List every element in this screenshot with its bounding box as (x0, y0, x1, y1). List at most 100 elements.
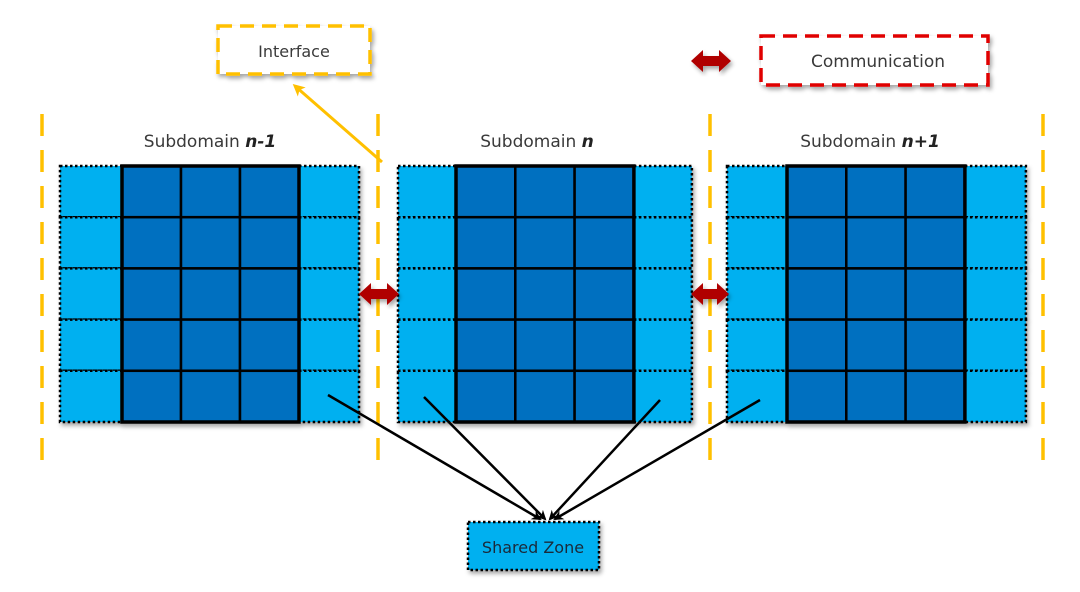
halo-cell (58, 318, 124, 373)
core-cell (785, 369, 848, 424)
subdomain-grid-n-plus-1 (725, 164, 1028, 424)
core-cell (514, 215, 576, 270)
communication-legend-label: Communication (811, 52, 945, 72)
shared-zone-arrow-from-n-plus-1 (553, 398, 761, 521)
core-cell (120, 164, 183, 219)
communication-arrow-right-interface (691, 283, 729, 305)
core-cell (904, 267, 967, 321)
subdomain-title-n-minus-1: Subdomain n-1 (144, 132, 276, 152)
halo-cell (58, 164, 124, 219)
core-cell (573, 369, 636, 424)
interface-lines (40, 114, 1045, 466)
communication-legend-box (759, 34, 990, 87)
interface-legend-label: Interface (258, 42, 330, 61)
interface-legend-box (216, 24, 372, 76)
core-cell (454, 318, 517, 373)
halo-cell (963, 267, 1028, 321)
core-cell (454, 215, 517, 270)
shared-zone-label: Shared Zone (482, 538, 584, 557)
halo-cell (725, 215, 789, 270)
core-cell (454, 164, 517, 219)
halo-cell (632, 267, 694, 321)
halo-cell (632, 164, 694, 219)
subdomain-grid-n-minus-1 (58, 164, 361, 424)
core-cell (238, 369, 301, 424)
halo-cell (725, 318, 789, 373)
halo-cell (297, 215, 361, 270)
core-cell (120, 318, 183, 373)
core-cell (573, 164, 636, 219)
core-cell (904, 215, 967, 270)
subdomain-grid-n (396, 164, 694, 424)
core-cell (904, 369, 967, 424)
halo-cell (297, 318, 361, 373)
communication-double-arrow-icon (691, 50, 731, 72)
halo-cell (632, 318, 694, 373)
shared-zone-arrow-from-n-left (423, 396, 547, 521)
halo-cell (632, 369, 694, 424)
core-cell (179, 267, 242, 321)
halo-cell (396, 215, 458, 270)
core-cell (904, 164, 967, 219)
halo-cell (725, 164, 789, 219)
core-cell (454, 369, 517, 424)
core-outline (120, 164, 301, 424)
core-cell (785, 318, 848, 373)
shared-zone-arrow-from-n-minus-1 (327, 393, 542, 521)
core-cell (785, 267, 848, 321)
core-cell (845, 267, 907, 321)
communication-arrow-left-interface (359, 283, 399, 305)
core-cell (238, 318, 301, 373)
halo-cell (297, 267, 361, 321)
core-cell (573, 215, 636, 270)
halo-cell (396, 164, 458, 219)
core-cell (573, 267, 636, 321)
core-cell (238, 164, 301, 219)
core-outline (785, 164, 967, 424)
halo-cell (58, 369, 124, 424)
halo-cell (963, 164, 1028, 219)
halo-cell (396, 318, 458, 373)
subdomain-title-n-plus-1: Subdomain n+1 (800, 132, 940, 152)
core-cell (514, 164, 576, 219)
core-cell (785, 215, 848, 270)
halo-cell (963, 318, 1028, 373)
core-cell (785, 164, 848, 219)
core-cell (179, 215, 242, 270)
halo-cell (963, 369, 1028, 424)
core-cell (845, 164, 907, 219)
core-outline (454, 164, 636, 424)
halo-cell (396, 369, 458, 424)
interface-legend: Interface (216, 24, 372, 76)
halo-cell (297, 164, 361, 219)
core-cell (120, 215, 183, 270)
subdomain-grids (58, 164, 1028, 424)
core-cell (573, 318, 636, 373)
core-cell (238, 267, 301, 321)
core-cell (514, 369, 576, 424)
halo-cell (396, 267, 458, 321)
halo-cell (58, 215, 124, 270)
subdomain-title-n: Subdomain n (480, 132, 594, 152)
core-cell (845, 318, 907, 373)
halo-cell (632, 215, 694, 270)
core-cell (120, 267, 183, 321)
core-cell (454, 267, 517, 321)
core-cell (845, 215, 907, 270)
shared-zone-arrow-from-n-right (548, 399, 661, 521)
core-cell (238, 215, 301, 270)
core-cell (904, 318, 967, 373)
core-cell (514, 267, 576, 321)
core-cell (179, 318, 242, 373)
shared-zone: Shared Zone (466, 520, 601, 572)
halo-cell (58, 267, 124, 321)
core-cell (179, 164, 242, 219)
core-cell (514, 318, 576, 373)
halo-cell (725, 267, 789, 321)
core-cell (179, 369, 242, 424)
shared-zone-arrows (327, 393, 761, 521)
halo-cell (963, 215, 1028, 270)
core-cell (120, 369, 183, 424)
communication-legend: Communication (691, 34, 990, 87)
